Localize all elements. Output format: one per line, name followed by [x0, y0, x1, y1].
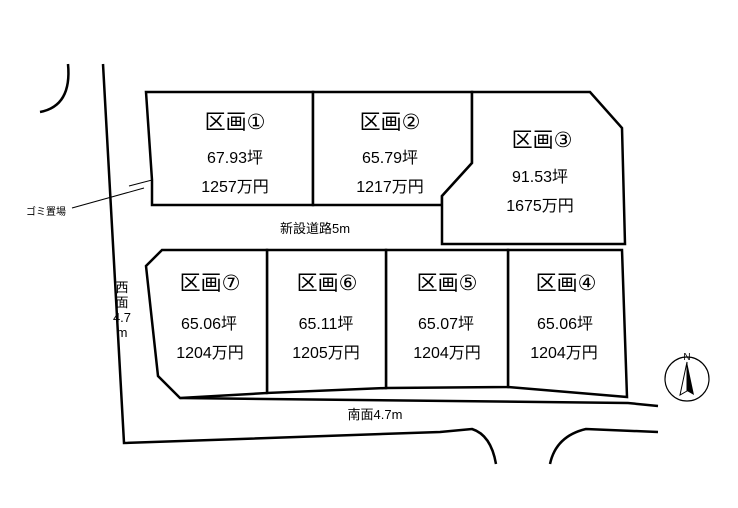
- west-road-char-3: 4.7: [112, 310, 132, 325]
- north-label: N: [683, 352, 691, 363]
- lot-7-name: 区画⑦: [179, 272, 241, 295]
- lot-7-shape: [144, 248, 269, 400]
- lot-1-price: 1257万円: [201, 179, 269, 196]
- south-east-boundary-line: [548, 427, 659, 465]
- south-road-line: [179, 396, 659, 408]
- lot-6-area: 65.11坪: [298, 316, 354, 333]
- lot-4-name: 区画④: [535, 272, 597, 295]
- west-road-char-4: m: [116, 325, 128, 340]
- lot-3-name: 区画③: [511, 129, 573, 152]
- lot-1-name: 区画①: [204, 111, 266, 134]
- lot-5-area: 65.07坪: [417, 316, 475, 333]
- lot-4-area: 65.06坪: [536, 316, 594, 333]
- south-road-label: 南面4.7m: [347, 407, 403, 422]
- lot-7-area: 65.06坪: [180, 316, 238, 333]
- west-road-char-1: 西: [115, 280, 129, 295]
- lot-6-price: 1205万円: [292, 345, 360, 362]
- lot-5-price: 1204万円: [413, 345, 481, 362]
- west-road-char-2: 面: [115, 295, 129, 310]
- west-boundary-line: [101, 63, 498, 465]
- lot-4-price: 1204万円: [530, 345, 598, 362]
- north-arrow-icon: [664, 356, 710, 402]
- lot-7-price: 1204万円: [176, 345, 244, 362]
- lot-1-shape: [144, 90, 315, 207]
- lot-2-price: 1217万円: [356, 179, 424, 196]
- garbage-area-label: ゴミ置場: [26, 207, 66, 218]
- lot-6-name: 区画⑥: [296, 272, 358, 295]
- new-road-label: 新設道路5m: [279, 221, 351, 236]
- lot-5-name: 区画⑤: [416, 272, 478, 295]
- lot-3-area: 91.53坪: [511, 169, 569, 186]
- lot-2-name: 区画②: [359, 111, 421, 134]
- lot-3-price: 1675万円: [506, 198, 574, 215]
- west-road-label: 西 面 4.7 m: [112, 280, 132, 340]
- lot-3-shape: [440, 90, 627, 246]
- lot-2-area: 65.79坪: [361, 150, 419, 167]
- lot-1-area: 67.93坪: [206, 150, 264, 167]
- garbage-area: [71, 179, 153, 209]
- north-west-road-line: [39, 63, 70, 114]
